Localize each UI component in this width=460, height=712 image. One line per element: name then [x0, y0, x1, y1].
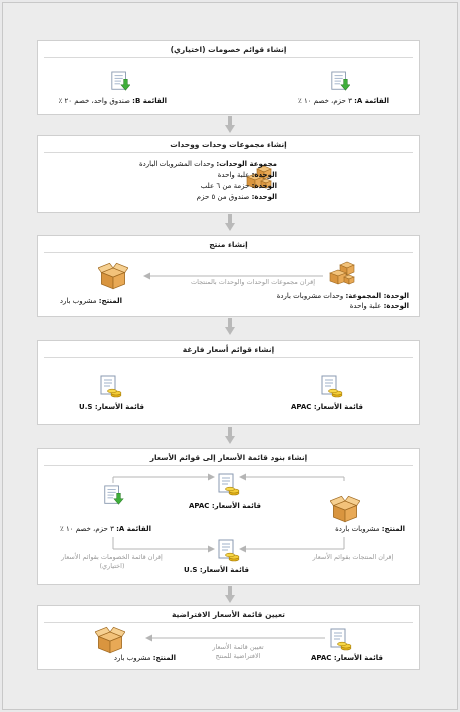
unit-label: الوحدة: صندوق من ٥ حزم: [196, 193, 277, 201]
product-label: المنتج: مشروب بارد: [113, 654, 176, 662]
unit-label: الوحدة: حزمة من ٦ علب: [200, 182, 277, 190]
step-create-pricelist-items: إنشاء بنود قائمة الأسعار إلى قوائم الأسع…: [37, 448, 420, 585]
step-title: إنشاء مجموعات وحدات ووحدات: [170, 140, 287, 149]
title-divider: [44, 622, 413, 623]
pricelist-us-label: قائمة الأسعار: U.S: [79, 403, 144, 411]
flow-arrow-icon: [225, 116, 235, 133]
connectors: [112, 473, 345, 553]
associate-products-note: إقران المنتجات بقوائم الأسعار: [312, 553, 394, 561]
step-title: إنشاء قوائم خصومات (اختياري): [170, 45, 287, 54]
discount-list-icon: [330, 71, 350, 93]
pricelist-icon: [100, 375, 122, 399]
title-divider: [44, 252, 413, 253]
step-create-empty-pricelists: إنشاء قوائم أسعار فارغة قائمة الأسعار: U…: [37, 340, 420, 425]
product-box-icon: [95, 626, 125, 654]
pricelist-icon: [330, 628, 352, 652]
flow-arrow-icon: [225, 318, 235, 335]
discount-list-a-label: القائمة A: ٣ حزم، خصم ١٠ ٪: [60, 525, 151, 533]
flow-arrow-icon: [225, 427, 235, 444]
flow-arrow-icon: [225, 214, 235, 231]
unit-group-label: مجموعة الوحدات: وحدات المشروبات الباردة: [138, 160, 277, 168]
pricelist-icon: [218, 473, 240, 497]
product-label: المنتج: مشروب بارد: [59, 297, 122, 305]
connector-arrow: [145, 634, 325, 642]
step-title: إنشاء منتج: [209, 240, 248, 249]
boxes-icon: [328, 260, 356, 286]
associate-discounts-note: إقران قائمة الخصومات بقوائم الأسعار (اخت…: [61, 553, 163, 570]
flow-arrow-icon: [225, 586, 235, 603]
connector-arrow: [143, 272, 323, 280]
step-title: إنشاء قوائم أسعار فارغة: [182, 345, 275, 354]
unit-group-label: الوحدة: المجموعة: وحدات مشروبات باردة: [276, 292, 409, 300]
pricelist-us-label: قائمة الأسعار: U.S: [184, 566, 249, 574]
discount-list-b-label: القائمة B: صندوق واحد، خصم ٢٠ ٪: [58, 97, 167, 105]
step-create-discount-lists: إنشاء قوائم خصومات (اختياري) القائمة B: …: [37, 40, 420, 115]
title-divider: [44, 357, 413, 358]
discount-list-a-label: القائمة A: ٣ حزم، خصم ١٠ ٪: [298, 97, 389, 105]
product-box-icon: [330, 495, 360, 523]
discount-list-icon: [102, 485, 124, 507]
step-default-pricelist: تعيين قائمة الأسعار الافتراضية تعيين قائ…: [37, 605, 420, 670]
step-create-unit-groups: إنشاء مجموعات وحدات ووحدات مجموعة الوحدا…: [37, 135, 420, 213]
step-title: إنشاء بنود قائمة الأسعار إلى قوائم الأسع…: [149, 453, 308, 462]
step-create-product: إنشاء منتج إقران مجموعات الوحدات والوحدا…: [37, 235, 420, 317]
associate-units-note: إقران مجموعات الوحدات والوحدات بالمنتجات: [191, 278, 315, 286]
unit-label: الوحدة: علبة واحدة: [217, 171, 277, 179]
title-divider: [44, 57, 413, 58]
discount-list-icon: [110, 71, 130, 93]
step-title: تعيين قائمة الأسعار الافتراضية: [172, 610, 285, 619]
title-divider: [44, 152, 413, 153]
pricelist-apac-label: قائمة الأسعار: APAC: [310, 654, 383, 662]
set-default-pricelist-note: تعيين قائمة الأسعار الافتراضية للمنتج: [212, 643, 264, 660]
pricelist-icon: [218, 539, 240, 563]
pricelist-apac-label: قائمة الأسعار: APAC: [188, 502, 261, 510]
product-box-icon: [98, 262, 128, 290]
product-label: المنتج: مشروبات باردة: [335, 525, 405, 533]
pricelist-apac-label: قائمة الأسعار: APAC: [290, 403, 363, 411]
title-divider: [44, 465, 413, 466]
pricelist-icon: [321, 375, 343, 399]
unit-label: الوحدة: علبة واحدة: [349, 302, 409, 310]
